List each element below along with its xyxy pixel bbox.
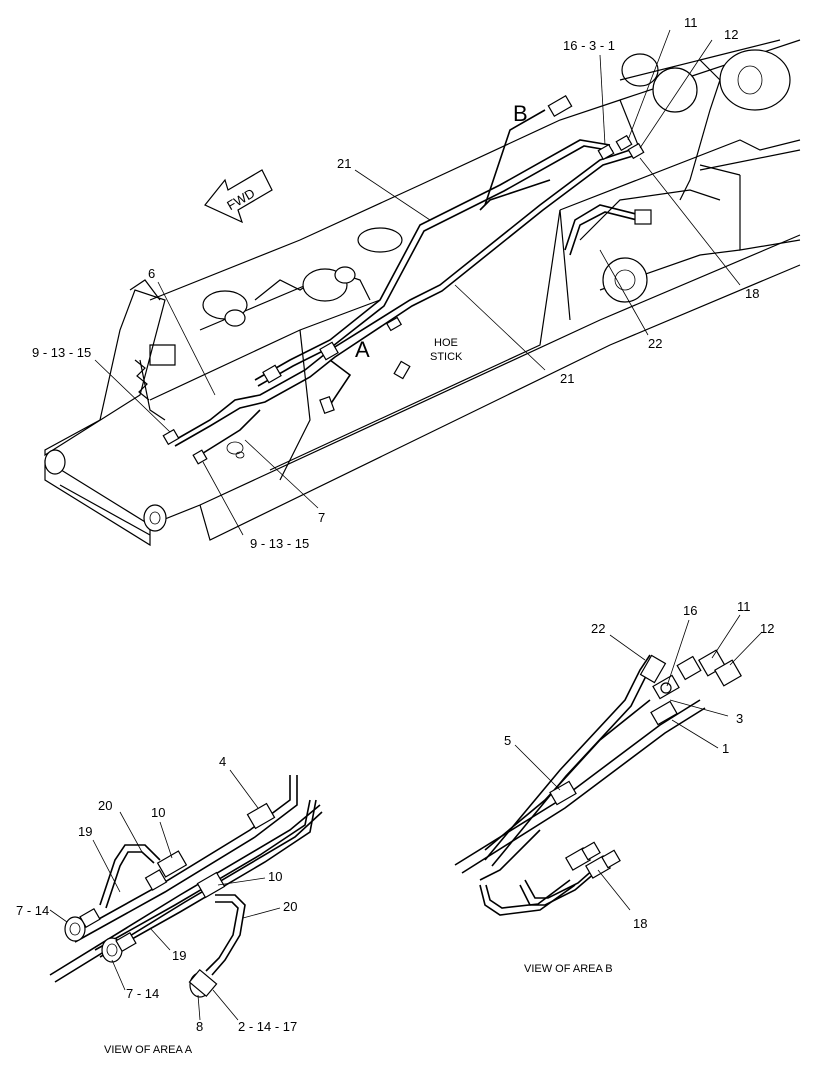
view-b-callouts: 16 11 22 12 3 5 1 18 [504,599,774,931]
callout-b-16: 16 [683,603,697,618]
view-b-leaders [514,614,763,911]
hydraulic-lines [174,109,646,456]
view-a-callouts: 4 20 10 19 10 7 - 14 20 19 7 - 14 8 2 - … [16,754,297,1034]
callout-9-13-15-bottom: 9 - 13 - 15 [250,536,309,551]
callout-16-3-1: 16 - 3 - 1 [563,38,615,53]
callout-b-3: 3 [736,711,743,726]
main-view: FWD HOE STICK A B 16 - 3 - 1 11 12 21 [32,15,801,551]
callout-b-1: 1 [722,741,729,756]
hoe-label: HOE [434,337,458,349]
main-leaders [94,29,741,536]
callout-18: 18 [745,286,759,301]
callout-a-2-14-17: 2 - 14 - 17 [238,1019,297,1034]
view-a-caption: VIEW OF AREA A [104,1044,193,1056]
callout-12: 12 [724,27,738,42]
callout-a-8: 8 [196,1019,203,1034]
view-a-fittings [64,802,276,998]
callout-9-13-15-left: 9 - 13 - 15 [32,345,91,360]
callout-b-22: 22 [591,621,605,636]
stick-body [44,39,801,547]
callout-b-12: 12 [760,621,774,636]
view-b: 16 11 22 12 3 5 1 18 VIEW OF AREA B [454,599,774,975]
linkage [129,39,781,421]
view-b-fittings [549,649,742,879]
callout-22: 22 [648,336,662,351]
area-b-marker: B [513,101,528,126]
callout-a-7-14-left: 7 - 14 [16,903,49,918]
callout-b-18: 18 [633,916,647,931]
stick-label: STICK [430,351,463,363]
view-b-caption: VIEW OF AREA B [524,963,613,975]
view-a-lines [49,775,323,983]
callout-a-10-top: 10 [151,805,165,820]
callout-a-10-right: 10 [268,869,282,884]
callout-a-20-top: 20 [98,798,112,813]
pin-bosses [44,49,791,532]
view-a: 4 20 10 19 10 7 - 14 20 19 7 - 14 8 2 - … [16,754,323,1056]
callout-11: 11 [684,15,698,30]
main-callouts: 16 - 3 - 1 11 12 21 6 9 - 13 - 15 18 22 … [32,15,759,551]
callout-21-bottom: 21 [560,371,574,386]
callout-21-top: 21 [337,156,351,171]
callout-a-20-right: 20 [283,899,297,914]
callout-a-4: 4 [219,754,226,769]
area-a-marker: A [355,337,370,362]
callout-a-19-top: 19 [78,824,92,839]
callout-a-19-bottom: 19 [172,948,186,963]
callout-7: 7 [318,510,325,525]
callout-6: 6 [148,266,155,281]
callout-a-7-14-bottom: 7 - 14 [126,986,159,1001]
fwd-arrow: FWD [204,169,273,224]
callout-b-5: 5 [504,733,511,748]
view-a-leaders [49,769,281,1021]
callout-b-11: 11 [737,599,751,614]
